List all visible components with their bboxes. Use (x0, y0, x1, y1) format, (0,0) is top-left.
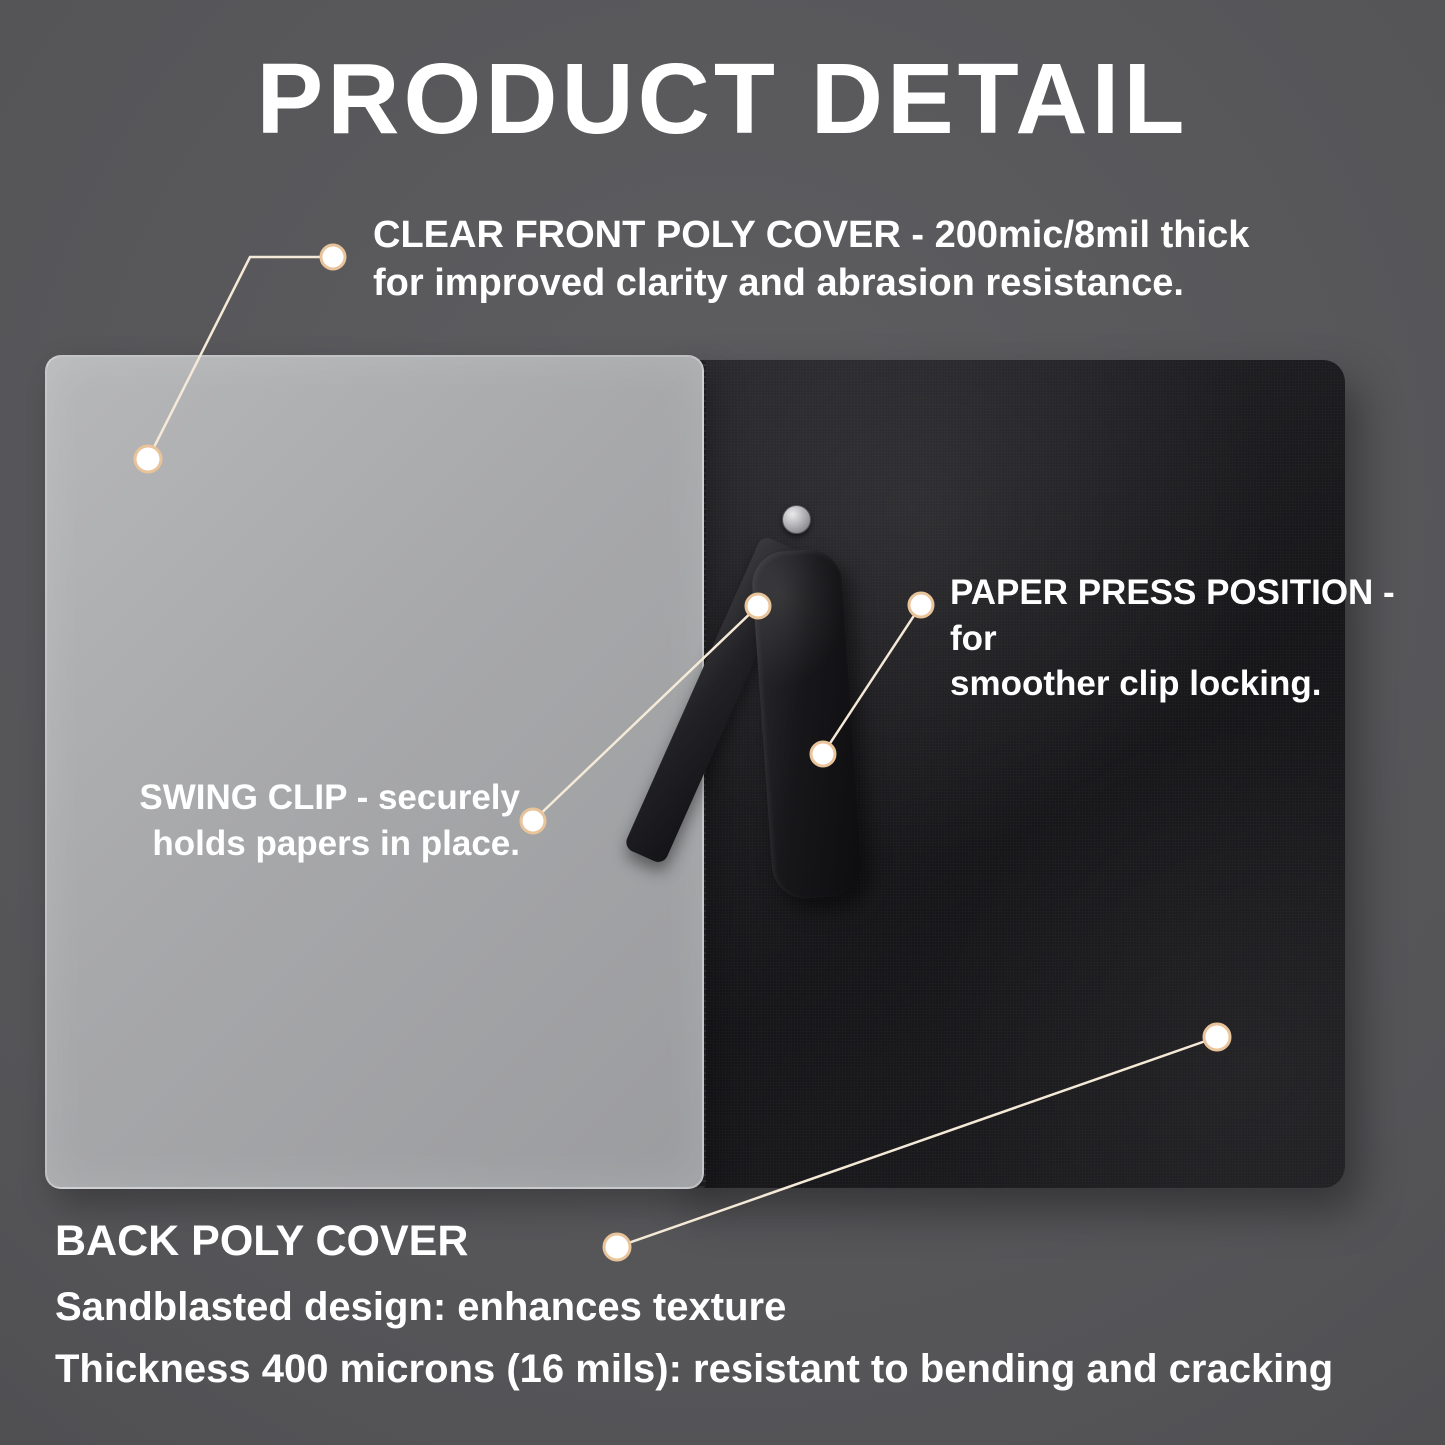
callout-swing-clip-line1: SWING CLIP - securely (139, 778, 520, 817)
callout-front-cover-line1: CLEAR FRONT POLY COVER - 200mic/8mil thi… (373, 214, 1250, 256)
callout-front-cover-line2: for improved clarity and abrasion resist… (373, 262, 1184, 305)
callout-paper-press: PAPER PRESS POSITION - for smoother clip… (950, 570, 1445, 707)
callout-back-cover: BACK POLY COVER Sandblasted design: enha… (55, 1220, 1333, 1411)
callout-swing-clip: SWING CLIP - securely holds papers in pl… (120, 775, 520, 866)
folder-clear-front-cover (45, 355, 704, 1189)
callout-swing-clip-line2: holds papers in place. (152, 823, 520, 863)
callout-paper-press-line1: PAPER PRESS POSITION - for (950, 573, 1395, 658)
callout-back-cover-line2: Thickness 400 microns (16 mils): resista… (55, 1347, 1334, 1391)
page-title: PRODUCT DETAIL (256, 43, 1189, 155)
callout-dot-front-cover-text (319, 243, 347, 271)
callout-paper-press-line2: smoother clip locking. (950, 664, 1322, 703)
callout-back-cover-heading: BACK POLY COVER (55, 1217, 469, 1265)
callout-front-cover: CLEAR FRONT POLY COVER - 200mic/8mil thi… (373, 211, 1249, 308)
callout-back-cover-line1: Sandblasted design: enhances texture (55, 1285, 787, 1329)
clip-pivot-pin (782, 505, 811, 534)
